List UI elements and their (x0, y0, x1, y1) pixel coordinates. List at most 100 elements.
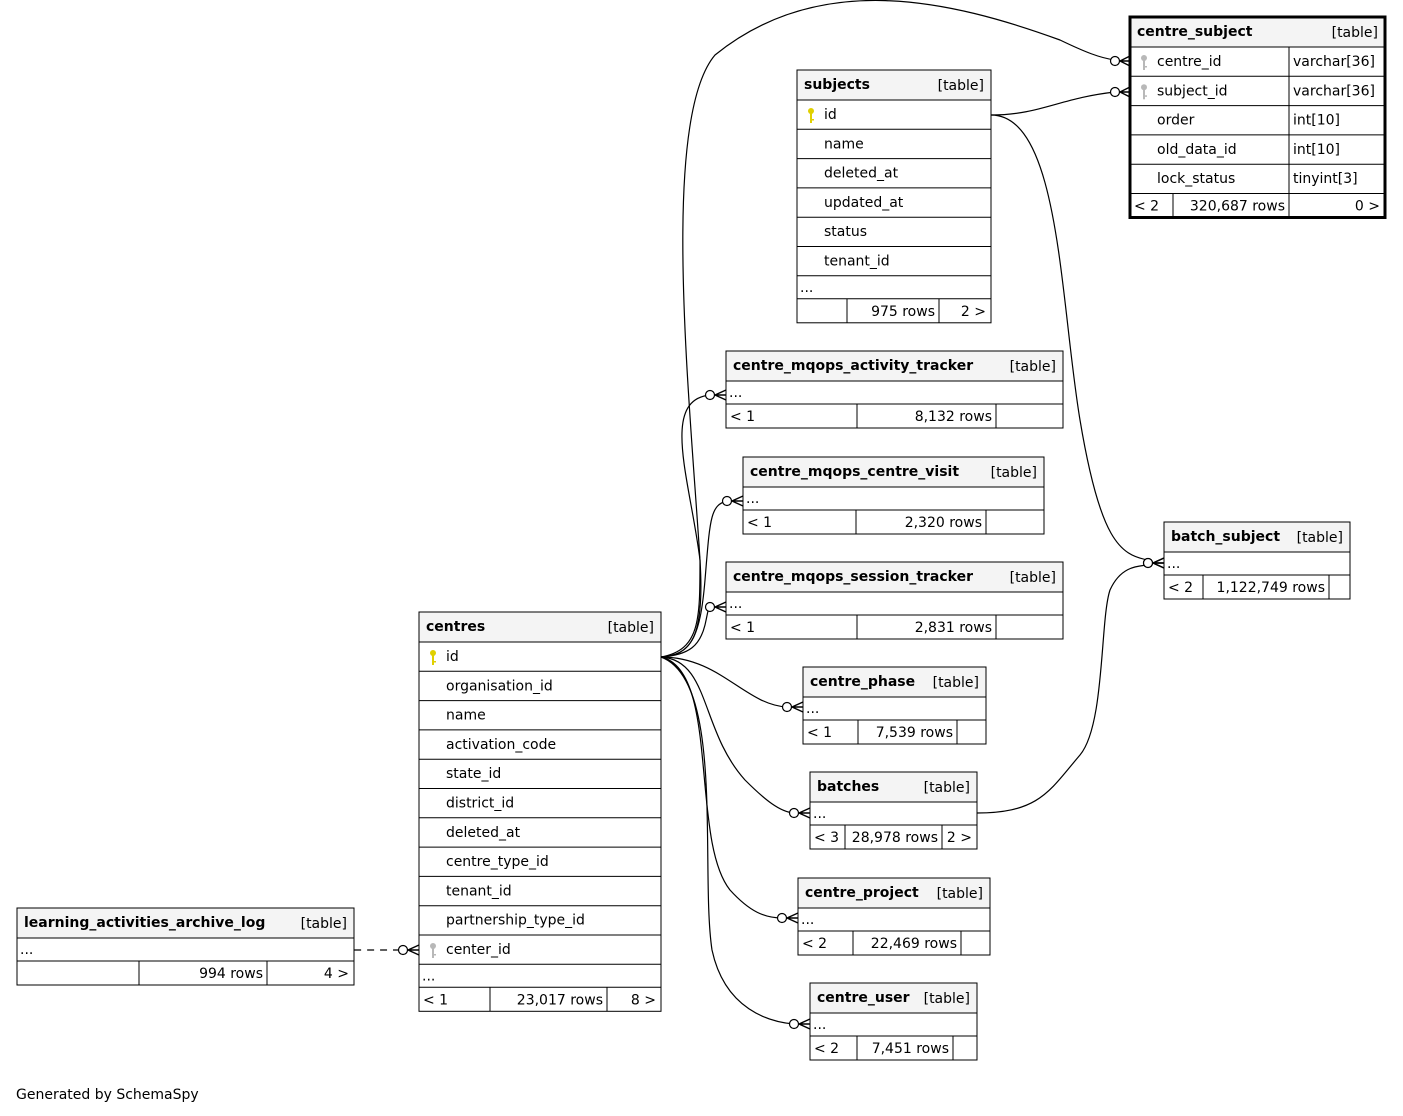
table-subjects[interactable]: subjects[table]idnamedeleted_atupdated_a… (796, 69, 992, 324)
relationship-centres-id-to-centre_subject-centre_id[interactable] (660, 0, 1131, 658)
crows-foot-icon (788, 1018, 811, 1030)
parents-count: < 1 (807, 725, 832, 741)
column-row-deleted_at[interactable]: deleted_at (446, 825, 521, 841)
crows-foot-icon (704, 601, 727, 613)
relationship-learning_activities_archive_log-to-centres-center_id[interactable] (353, 944, 420, 956)
table-type-label: [table] (1010, 359, 1056, 375)
column-row-centre_id[interactable]: centre_id varchar[36] (1141, 54, 1375, 70)
children-count: 8 > (631, 992, 656, 1008)
table-frame (418, 611, 662, 1012)
row-count: 7,451 rows (872, 1041, 949, 1057)
column-type: int[10] (1293, 113, 1340, 129)
table-type-label: [table] (608, 620, 654, 636)
children-count: 2 > (947, 830, 972, 846)
relationship-centres-id-to-centre_mqops_session_tracker[interactable] (660, 601, 727, 658)
column-name: lock_status (1157, 171, 1235, 187)
column-name: name (824, 136, 864, 152)
table-type-label: [table] (1297, 530, 1343, 546)
column-name: id (446, 649, 459, 665)
row-count: 2,320 rows (905, 515, 982, 531)
children-count: 0 > (1355, 199, 1380, 215)
optional-circle-icon (1142, 557, 1154, 569)
column-type: tinyint[3] (1293, 171, 1358, 187)
relationship-edges (353, 0, 1165, 1030)
column-row-old_data_id[interactable]: old_data_id int[10] (1157, 142, 1340, 158)
column-row-tenant_id[interactable]: tenant_id (824, 254, 890, 270)
column-name: old_data_id (1157, 142, 1237, 158)
column-row-partnership_type_id[interactable]: partnership_type_id (446, 913, 585, 929)
crows-foot-icon (721, 495, 744, 507)
optional-circle-icon (721, 495, 733, 507)
foreign-key-icon (430, 943, 436, 958)
column-row-organisation_id[interactable]: organisation_id (446, 678, 553, 694)
optional-circle-icon (776, 912, 788, 924)
optional-circle-icon (788, 807, 800, 819)
optional-circle-icon (1109, 55, 1121, 67)
foreign-key-icon (1141, 84, 1147, 100)
table-centres[interactable]: centres[table]idorganisation_idnameactiv… (418, 611, 662, 1012)
column-row-state_id[interactable]: state_id (446, 766, 501, 782)
relationship-centres-id-to-centre_mqops_activity_tracker[interactable] (660, 389, 727, 658)
relationship-centres-id-to-centre_project[interactable] (660, 656, 799, 924)
column-name: status (824, 224, 867, 240)
parents-count: < 3 (814, 830, 839, 846)
relationship-line (976, 564, 1149, 814)
column-row-activation_code[interactable]: activation_code (446, 737, 556, 753)
parents-count: < 2 (802, 936, 827, 952)
relationship-centres-id-to-centre_mqops_centre_visit[interactable] (660, 495, 744, 658)
table-type-label: [table] (924, 780, 970, 796)
column-row-updated_at[interactable]: updated_at (824, 195, 904, 211)
optional-circle-icon (781, 701, 793, 713)
primary-key-icon (808, 108, 814, 123)
column-name: name (446, 708, 486, 724)
column-name: updated_at (824, 195, 904, 211)
parents-count: < 1 (747, 515, 772, 531)
optional-circle-icon (397, 944, 409, 956)
column-name: centre_id (1157, 54, 1222, 70)
parents-count: < 2 (1134, 199, 1159, 215)
column-row-status[interactable]: status (824, 224, 867, 240)
column-row-centre_type_id[interactable]: centre_type_id (446, 854, 549, 870)
more-columns-ellipsis: ... (729, 596, 742, 612)
more-columns-ellipsis: ... (800, 280, 813, 296)
relationship-subjects-id-to-centre_subject-subject_id[interactable] (990, 86, 1131, 116)
column-row-name[interactable]: name (446, 708, 486, 724)
column-row-deleted_at[interactable]: deleted_at (824, 166, 899, 182)
children-count: 4 > (324, 966, 349, 982)
column-name: activation_code (446, 737, 556, 753)
table-learning_activities_archive_log[interactable]: learning_activities_archive_log[table]..… (16, 907, 355, 986)
relationship-batches-to-batch_subject[interactable] (976, 557, 1165, 814)
column-name: tenant_id (446, 883, 512, 899)
more-columns-ellipsis: ... (1167, 556, 1180, 572)
column-name: tenant_id (824, 254, 890, 270)
column-name: deleted_at (824, 166, 899, 182)
optional-circle-icon (1109, 86, 1121, 98)
column-type: varchar[36] (1293, 54, 1375, 70)
column-row-lock_status[interactable]: lock_status tinyint[3] (1157, 171, 1358, 187)
column-row-tenant_id[interactable]: tenant_id (446, 883, 512, 899)
column-row-name[interactable]: name (824, 136, 864, 152)
column-row-id[interactable]: id (808, 107, 837, 123)
foreign-key-icon (1141, 55, 1147, 70)
row-count: 320,687 rows (1190, 199, 1285, 215)
table-centre_mqops_activity_tracker[interactable]: centre_mqops_activity_tracker[table]...<… (725, 350, 1064, 429)
relationship-centres-id-to-centre_user[interactable] (660, 656, 811, 1030)
column-row-center_id[interactable]: center_id (430, 942, 511, 958)
table-centre_mqops_session_tracker[interactable]: centre_mqops_session_tracker[table]...< … (725, 561, 1064, 640)
relationship-centres-id-to-centre_phase[interactable] (660, 656, 804, 713)
column-name: state_id (446, 766, 501, 782)
relationship-centres-id-to-batches[interactable] (660, 656, 811, 819)
column-row-id[interactable]: id (430, 649, 459, 665)
column-row-district_id[interactable]: district_id (446, 796, 514, 812)
column-type: int[10] (1293, 142, 1340, 158)
relationship-line (660, 394, 711, 658)
